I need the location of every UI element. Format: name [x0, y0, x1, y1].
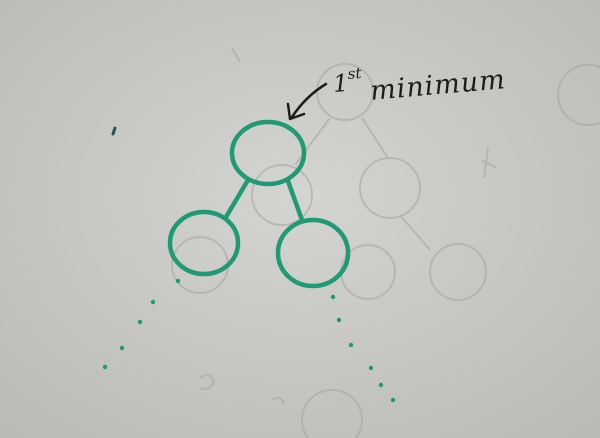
tree-node-root: [229, 119, 307, 187]
stray-ink-mark: [111, 126, 117, 136]
ghost-marks: [171, 47, 600, 438]
annotation-ordinal-suffix: st: [347, 64, 363, 83]
binary-tree: [167, 119, 351, 289]
right-dotted-trail: [330, 294, 396, 403]
tree-edge-right: [285, 178, 305, 223]
tree-edge-left: [223, 177, 251, 220]
tree-node-right-child: [275, 217, 351, 289]
tree-node-left-child: [167, 209, 241, 277]
annotation-ordinal: 1st: [332, 64, 363, 98]
left-dotted-trail: [102, 278, 181, 370]
annotation-arrow: [286, 82, 328, 121]
